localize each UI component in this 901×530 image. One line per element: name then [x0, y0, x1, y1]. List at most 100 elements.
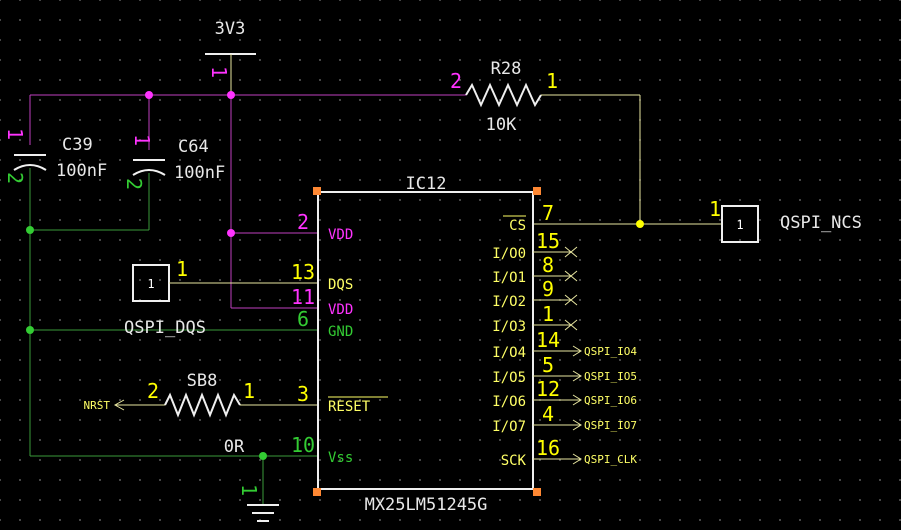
pin-name: CS — [509, 218, 526, 234]
ground-pin-number: 1 — [237, 484, 261, 496]
pin-name: I/O2 — [492, 294, 526, 310]
pin-number: 11 — [291, 285, 315, 309]
pin-name: I/O4 — [492, 345, 526, 361]
sb8-pin-2: 2 — [147, 379, 159, 403]
pin-number: 2 — [297, 210, 309, 234]
pin-name: RESET — [328, 399, 371, 415]
capacitor-c64[interactable]: 1 2 C64 100nF — [122, 134, 225, 230]
corner-handle[interactable] — [533, 187, 541, 195]
ic-pin-9[interactable]: 9I/O2 — [492, 277, 578, 310]
c64-pin-2: 2 — [122, 178, 146, 190]
pin-number: 10 — [291, 433, 315, 457]
pin-number: 1 — [542, 302, 554, 326]
power-pin-number: 1 — [207, 66, 231, 78]
pin-number: 5 — [542, 353, 554, 377]
no-connect-icon — [564, 270, 578, 282]
resistor-r28[interactable]: 2 1 R28 10K — [448, 59, 641, 224]
pin-number: 4 — [542, 402, 554, 426]
port-qspi-dqs[interactable]: 1 1 QSPI_DQS — [124, 257, 318, 338]
ncs-net-label: QSPI_NCS — [780, 213, 862, 233]
pin-name: I/O6 — [492, 394, 526, 410]
power-net-label: 3V3 — [215, 19, 246, 39]
c64-pin-1: 1 — [130, 134, 154, 146]
pin-name: I/O5 — [492, 370, 526, 386]
pin-name: SCK — [501, 453, 527, 469]
r28-value: 10K — [486, 115, 517, 135]
net-arrow-icon — [572, 453, 582, 465]
junction-dot — [26, 226, 34, 234]
junction-dot — [227, 229, 235, 237]
resistor-sb8[interactable]: 2 1 SB8 0R NRST — [84, 371, 319, 457]
ncs-port-pin: 1 — [709, 197, 721, 221]
ic-pin-1[interactable]: 1I/O3 — [492, 302, 578, 335]
c39-pin-2: 2 — [3, 172, 27, 184]
net-label: QSPI_CLK — [584, 453, 637, 466]
gnd-net-wires[interactable] — [26, 226, 318, 505]
junction-dot — [145, 91, 153, 99]
pin-name: DQS — [328, 277, 353, 293]
corner-handle[interactable] — [313, 187, 321, 195]
ncs-port-box-label: 1 — [736, 218, 743, 232]
pin-name: I/O7 — [492, 419, 526, 435]
ic-pin-12[interactable]: 12I/O6 QSPI_IO6 — [492, 377, 637, 410]
power-3v3-symbol[interactable]: 3V3 1 — [205, 19, 256, 95]
vdd-net-wires[interactable] — [29, 91, 466, 309]
c64-value: 100nF — [174, 163, 225, 183]
corner-handle[interactable] — [533, 488, 541, 496]
no-connect-icon — [564, 319, 578, 331]
nrst-net-label: NRST — [84, 399, 111, 412]
pin-name: I/O1 — [492, 270, 526, 286]
net-label: QSPI_IO6 — [584, 394, 637, 407]
pin-number: 8 — [542, 253, 554, 277]
net-arrow-icon — [572, 345, 582, 357]
pin-name: Vss — [328, 450, 353, 466]
ic-pin-5[interactable]: 5I/O5 QSPI_IO5 — [492, 353, 637, 386]
net-arrow-icon — [572, 394, 582, 406]
pin-name: GND — [328, 324, 353, 340]
sb8-reference: SB8 — [187, 371, 218, 391]
ground-symbol[interactable]: 1 — [237, 484, 279, 522]
r28-pin-2: 2 — [450, 69, 462, 93]
c39-reference: C39 — [62, 135, 93, 155]
ic-part-number: MX25LM51245G — [365, 495, 488, 515]
ic-pin-15[interactable]: 15I/O0 — [492, 229, 578, 262]
net-label: QSPI_IO5 — [584, 370, 637, 383]
capacitor-c39[interactable]: 1 2 C39 100nF — [3, 128, 107, 230]
pin-name: I/O3 — [492, 319, 526, 335]
pin-number: 3 — [297, 382, 309, 406]
corner-handle[interactable] — [313, 488, 321, 496]
net-arrow-icon — [572, 419, 582, 431]
c64-reference: C64 — [178, 137, 209, 157]
c39-pin-1: 1 — [3, 128, 27, 140]
net-arrow-icon — [572, 370, 582, 382]
port-qspi-ncs[interactable]: 1 1 QSPI_NCS — [533, 197, 862, 243]
c39-value: 100nF — [56, 161, 107, 181]
pin-number: 12 — [536, 377, 560, 401]
dqs-port-pin: 1 — [176, 257, 188, 281]
r28-reference: R28 — [491, 59, 522, 79]
pin-name: VDD — [328, 227, 353, 243]
ic-pin-4[interactable]: 4I/O7 QSPI_IO7 — [492, 402, 637, 435]
ic12-body[interactable]: IC12 MX25LM51245G — [313, 174, 541, 515]
ic-pin-7[interactable]: 7CS — [503, 201, 554, 234]
pin-number: 9 — [542, 277, 554, 301]
dqs-port-box-label: 1 — [147, 277, 154, 291]
pin-number: 15 — [536, 229, 560, 253]
junction-dot — [227, 91, 235, 99]
pin-name: I/O0 — [492, 246, 526, 262]
ic-pin-8[interactable]: 8I/O1 — [492, 253, 578, 286]
junction-dot — [26, 326, 34, 334]
net-label: QSPI_IO7 — [584, 419, 637, 432]
pin-number: 7 — [542, 201, 554, 225]
